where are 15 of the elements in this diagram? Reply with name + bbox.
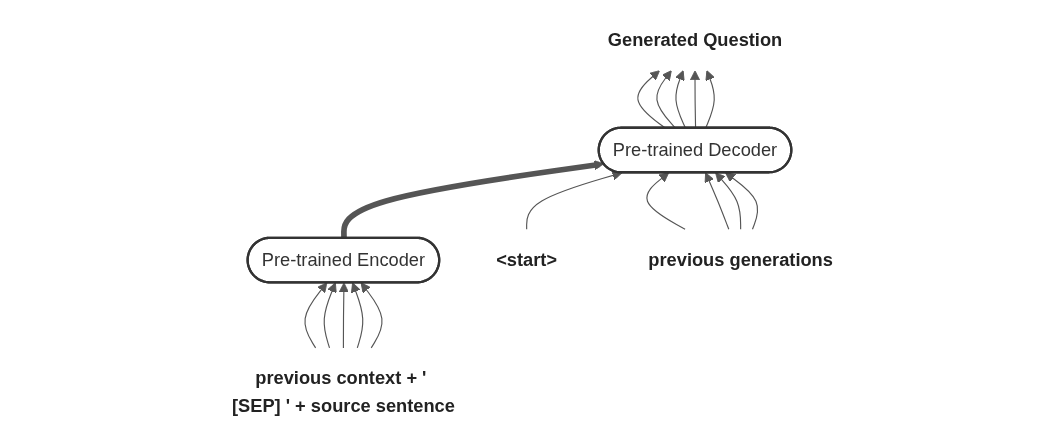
arrow — [715, 172, 742, 230]
arrow — [361, 282, 383, 349]
arrow — [304, 282, 328, 349]
arrow — [725, 172, 759, 230]
arrow — [704, 172, 730, 230]
node-text: Generated Question — [608, 29, 783, 50]
arrow — [323, 282, 338, 349]
arrow — [339, 282, 350, 349]
arrow — [341, 160, 605, 239]
node-text: <start> — [496, 249, 558, 270]
node-text: previous context + ' [SEP] ' + source sentence — [232, 368, 456, 416]
arrow — [646, 172, 686, 230]
node-text: previous generations — [648, 249, 834, 270]
arrow — [526, 170, 623, 230]
arrow — [351, 282, 364, 349]
